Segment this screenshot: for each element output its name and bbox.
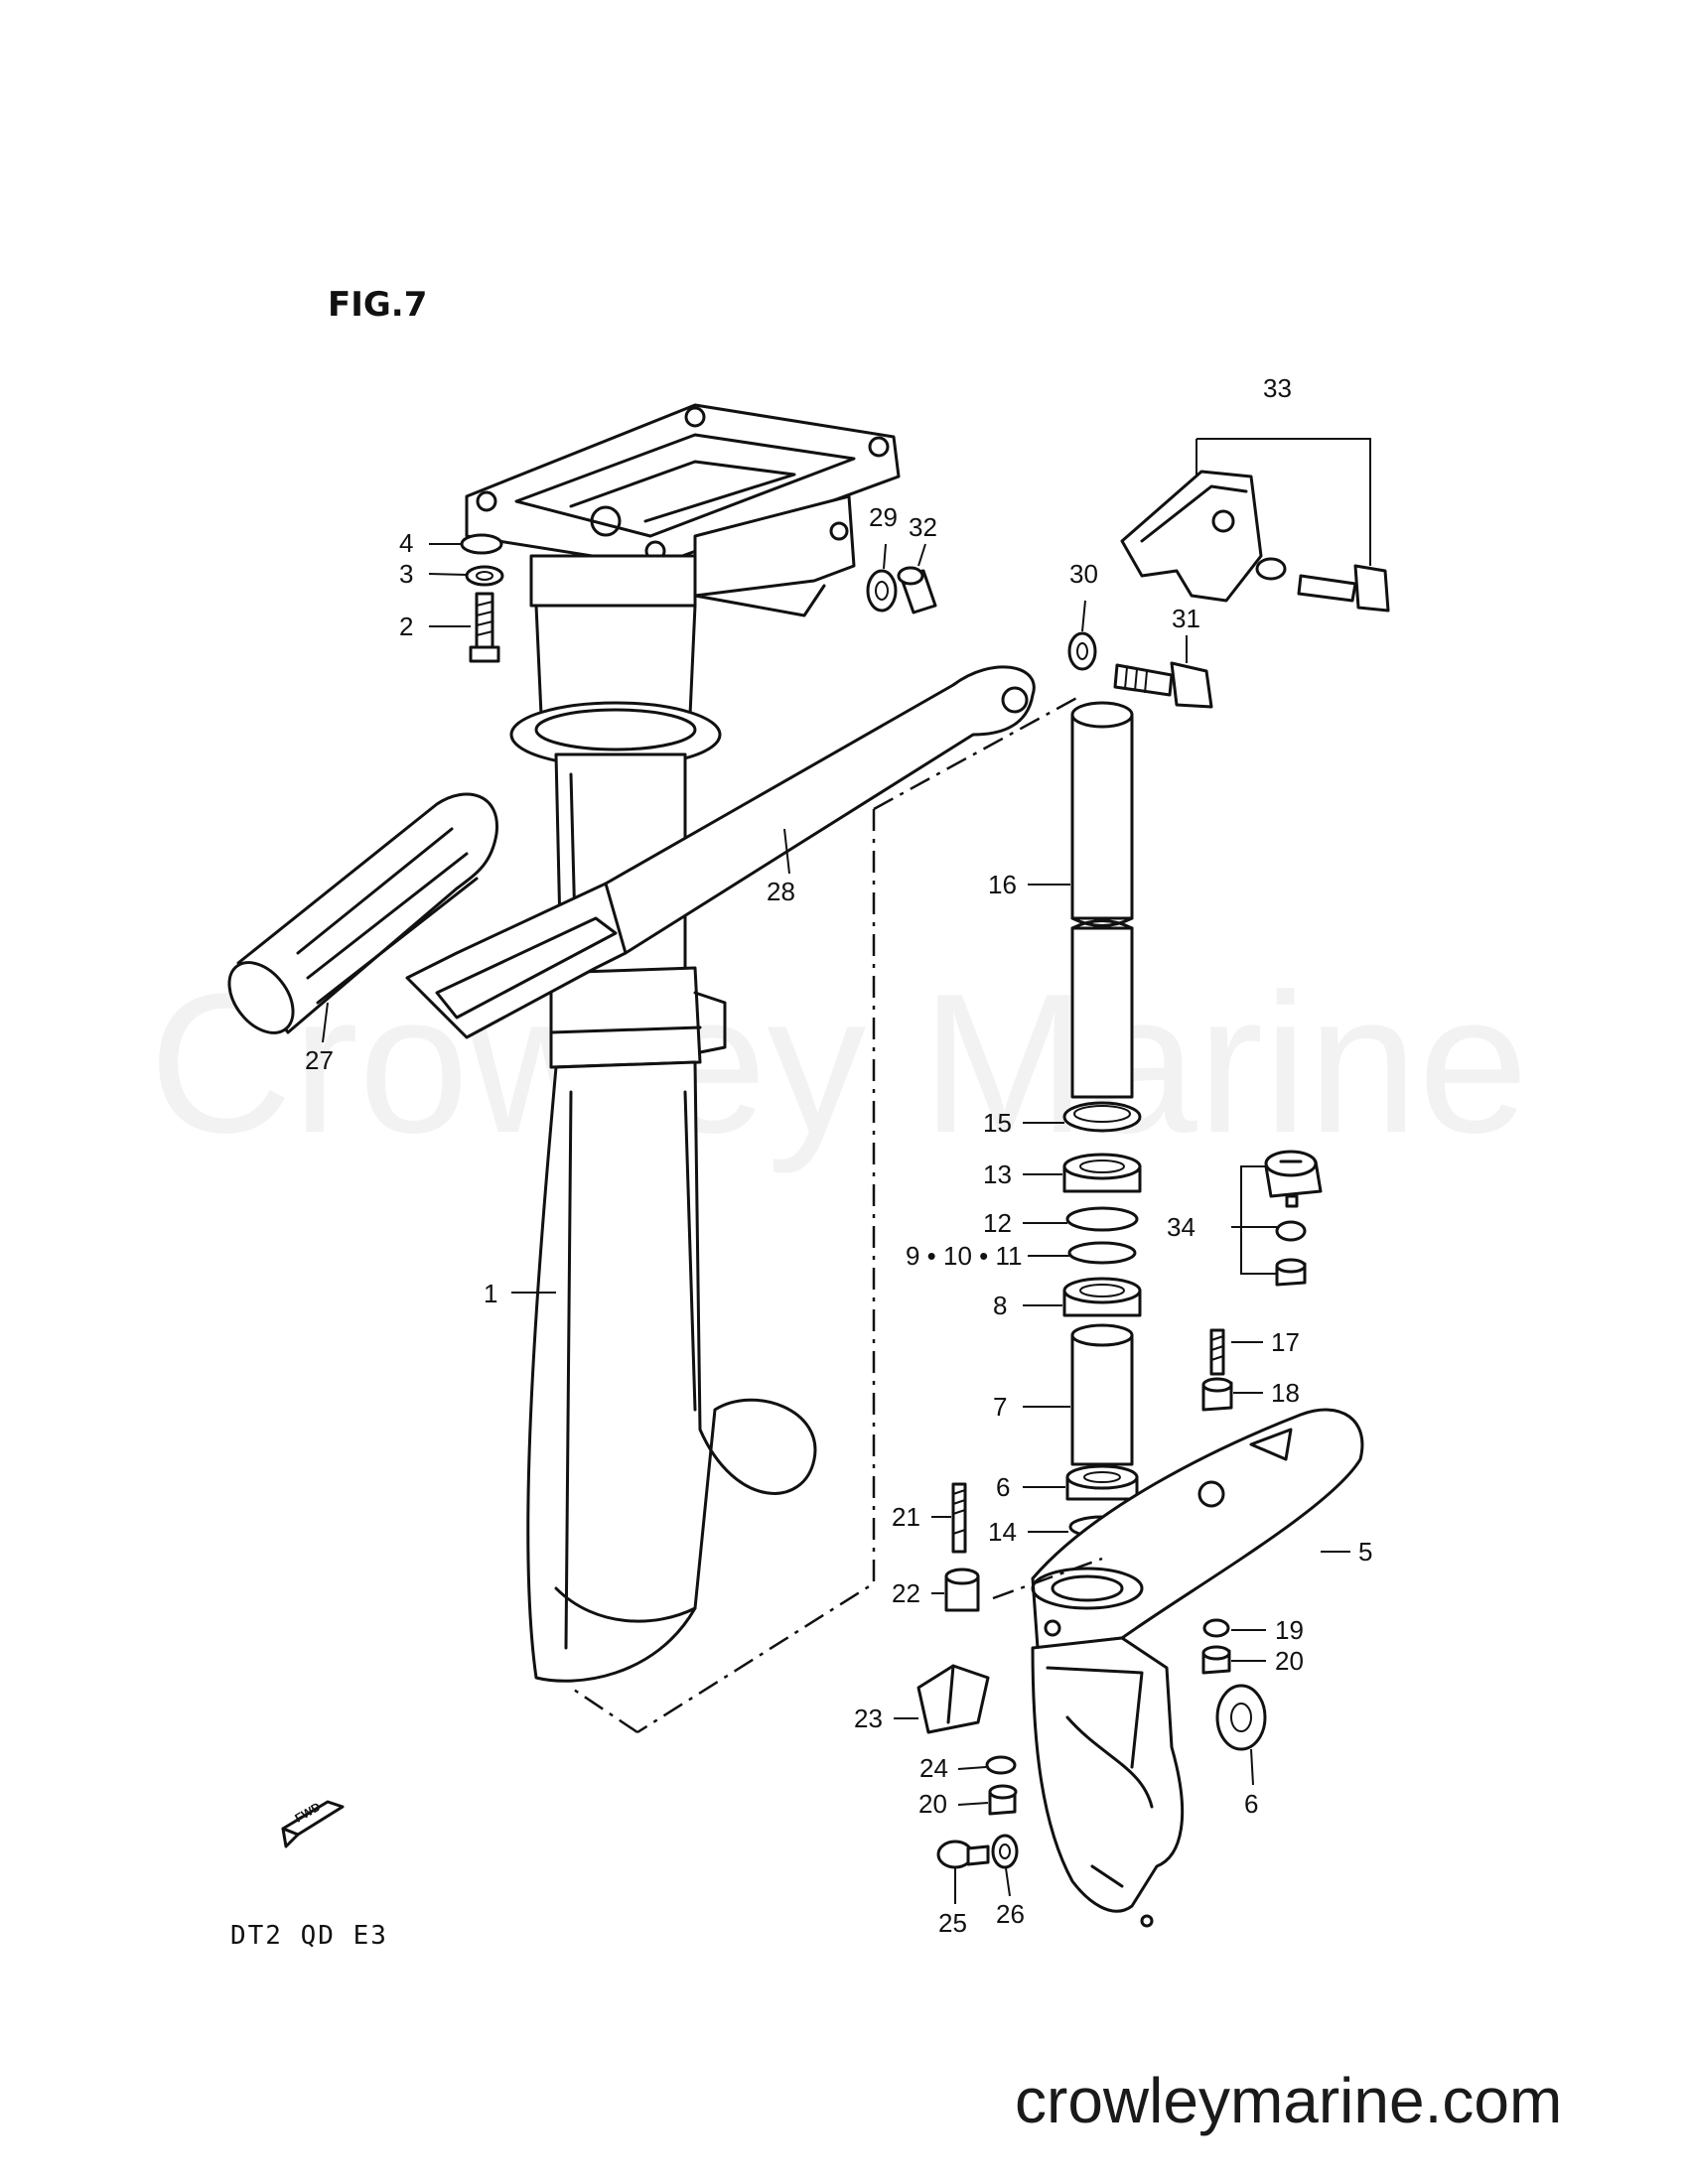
leader-lines bbox=[322, 438, 1371, 1904]
mount-assembly-part-34[interactable] bbox=[1264, 1150, 1323, 1287]
bushing-part-32[interactable] bbox=[897, 566, 937, 614]
callout-19: 19 bbox=[1275, 1615, 1304, 1645]
callout-6-upper: 6 bbox=[996, 1472, 1010, 1502]
callout-17: 17 bbox=[1271, 1327, 1300, 1357]
sleeve-part-7[interactable] bbox=[1070, 1323, 1134, 1466]
callout-22: 22 bbox=[892, 1578, 920, 1608]
bearing-part-6-lower[interactable] bbox=[1215, 1684, 1267, 1751]
callout-7: 7 bbox=[993, 1392, 1007, 1422]
callout-24: 24 bbox=[919, 1753, 948, 1783]
screw-part-25[interactable] bbox=[936, 1840, 990, 1869]
dowel-part-22[interactable] bbox=[944, 1568, 980, 1612]
callout-30-label-32: 32 bbox=[909, 512, 937, 542]
tube-part-16[interactable] bbox=[1070, 701, 1134, 927]
gearcase-part-5[interactable] bbox=[1031, 1408, 1364, 1928]
callout-16: 16 bbox=[988, 870, 1017, 899]
callout-labels: 1 2 3 4 5 6 6 7 8 9 • 10 • 11 12 13 14 1… bbox=[305, 373, 1372, 1938]
circlip-part-12[interactable] bbox=[1065, 1206, 1139, 1232]
nut-part-20-upper[interactable] bbox=[1201, 1645, 1231, 1675]
stud-part-21[interactable] bbox=[951, 1482, 967, 1554]
callout-3: 3 bbox=[399, 559, 413, 589]
bearing-part-8[interactable] bbox=[1062, 1277, 1142, 1317]
callout-8: 8 bbox=[993, 1291, 1007, 1320]
callout-23: 23 bbox=[854, 1704, 883, 1733]
bolt-part-2[interactable] bbox=[469, 592, 500, 663]
gasket-part-26[interactable] bbox=[991, 1834, 1019, 1869]
callout-25: 25 bbox=[938, 1908, 967, 1938]
tube-lower bbox=[1070, 919, 1134, 1099]
steering-handle-part-28[interactable] bbox=[405, 665, 1036, 1039]
callout-18: 18 bbox=[1271, 1378, 1300, 1408]
washer-part-24[interactable] bbox=[985, 1755, 1017, 1775]
nut-part-18[interactable] bbox=[1201, 1377, 1233, 1412]
callout-4: 4 bbox=[399, 528, 413, 558]
bolt-part-31[interactable] bbox=[1113, 661, 1213, 709]
shim-parts-9-10-11[interactable] bbox=[1067, 1241, 1137, 1265]
lock-washer-part-3[interactable] bbox=[465, 565, 504, 587]
callout-28: 28 bbox=[767, 877, 795, 906]
washer-part-19[interactable] bbox=[1202, 1618, 1230, 1638]
callout-29: 29 bbox=[869, 502, 898, 532]
callout-27: 27 bbox=[305, 1045, 334, 1075]
callout-30: 30 bbox=[1069, 559, 1098, 589]
callout-6-lower: 6 bbox=[1244, 1789, 1258, 1819]
callout-13: 13 bbox=[983, 1160, 1012, 1189]
washer-part-4[interactable] bbox=[460, 533, 503, 555]
callout-21: 21 bbox=[892, 1502, 920, 1532]
callout-9-10-11: 9 • 10 • 11 bbox=[906, 1241, 1022, 1271]
callout-12: 12 bbox=[983, 1208, 1012, 1238]
assembly-dashed-lines bbox=[570, 693, 1103, 1734]
callout-5: 5 bbox=[1358, 1537, 1372, 1567]
watermark-text: Crowley Marine bbox=[149, 953, 1528, 1174]
clamp-assembly-part-33[interactable] bbox=[1120, 470, 1390, 613]
callout-20-lower: 20 bbox=[918, 1789, 947, 1819]
nut-part-20-lower[interactable] bbox=[988, 1784, 1018, 1816]
forward-direction-marker: FWD bbox=[281, 1800, 345, 1848]
washer-part-30[interactable] bbox=[1067, 631, 1097, 671]
anode-part-23[interactable] bbox=[916, 1664, 990, 1734]
washer-part-29[interactable] bbox=[866, 569, 898, 613]
callout-15: 15 bbox=[983, 1108, 1012, 1138]
callout-33: 33 bbox=[1263, 373, 1292, 403]
bearing-part-6-upper[interactable] bbox=[1065, 1464, 1139, 1501]
model-code: DT2 QD E3 bbox=[230, 1921, 388, 1951]
callout-31: 31 bbox=[1172, 604, 1200, 633]
callout-34: 34 bbox=[1167, 1212, 1196, 1242]
callout-2: 2 bbox=[399, 612, 413, 641]
seal-part-15[interactable] bbox=[1062, 1101, 1142, 1133]
figure-title: FIG.7 bbox=[328, 285, 427, 325]
callout-1: 1 bbox=[484, 1279, 497, 1308]
callout-14: 14 bbox=[988, 1517, 1017, 1547]
bearing-part-13[interactable] bbox=[1062, 1153, 1142, 1193]
callout-26: 26 bbox=[996, 1899, 1025, 1929]
stud-part-17[interactable] bbox=[1209, 1328, 1225, 1376]
footer-url[interactable]: crowleymarine.com bbox=[1015, 2065, 1562, 2136]
throttle-grip-part-27[interactable] bbox=[216, 792, 498, 1045]
callout-20-upper: 20 bbox=[1275, 1646, 1304, 1676]
